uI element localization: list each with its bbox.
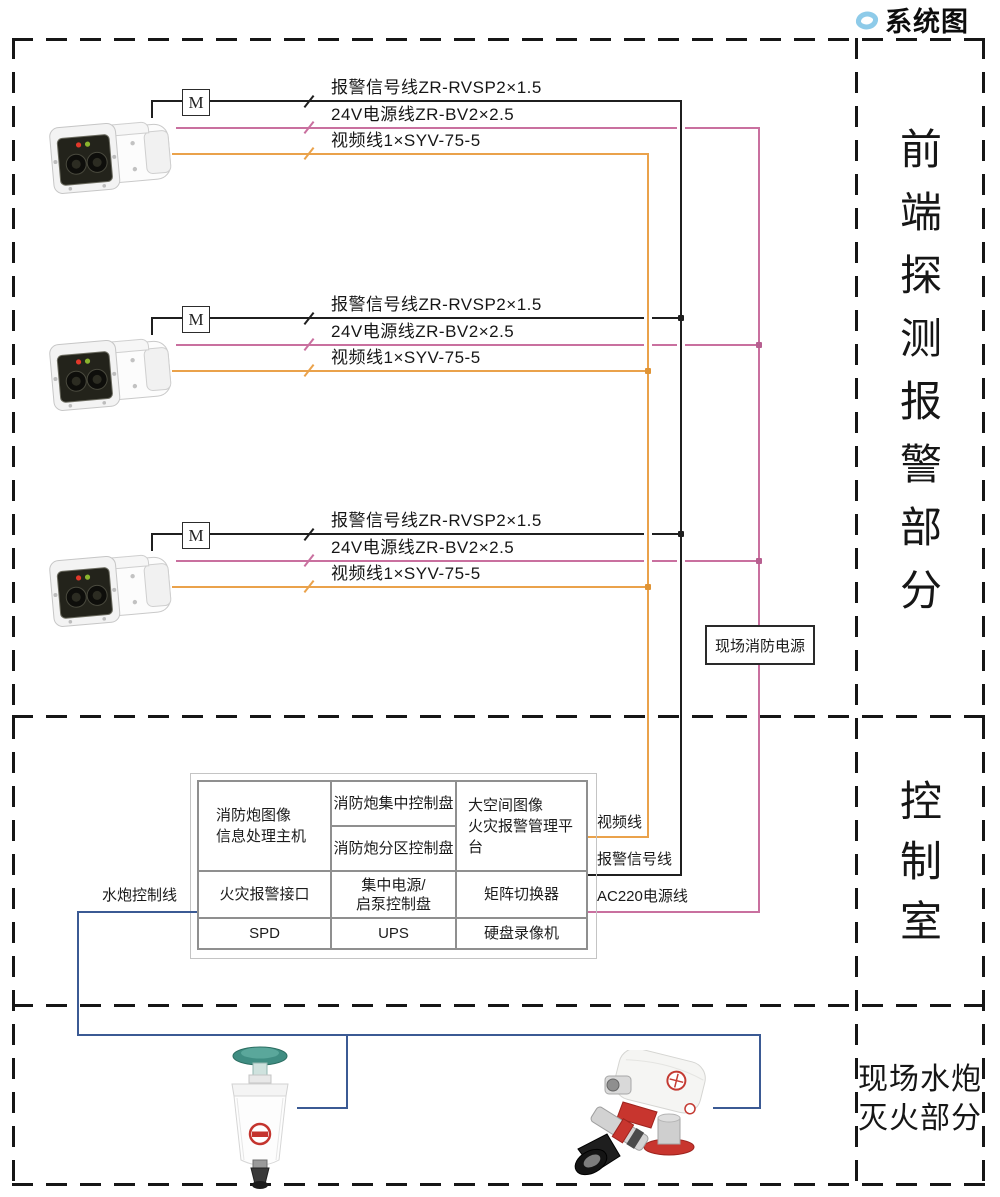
alarm-signal-line xyxy=(151,100,182,102)
table-grid-line xyxy=(330,825,457,827)
cctv-camera xyxy=(46,332,180,422)
junction-dot xyxy=(756,342,762,348)
video-trunk-line xyxy=(647,153,649,838)
table-grid-line xyxy=(199,917,586,919)
m-box: M xyxy=(182,522,210,549)
alarm-signal-line xyxy=(151,317,182,319)
cannon-control-line xyxy=(77,911,79,1036)
table-grid-line xyxy=(199,870,586,872)
junction-dot xyxy=(645,368,651,374)
camera-group-1: M 报警信号线ZR-RVSP2×1.5 24V电源线ZR-BV2×2.5 视频线… xyxy=(0,78,1000,224)
video-bus-label: 视频线 xyxy=(597,814,643,831)
diagram-title-block: 系统图 xyxy=(854,0,969,39)
cell-matrix-switcher: 矩阵切换器 xyxy=(483,886,559,903)
cannon-control-label: 水炮控制线 xyxy=(102,887,178,904)
cctv-camera xyxy=(46,115,180,205)
power-line xyxy=(652,344,677,346)
camera-riser-line xyxy=(151,318,153,335)
junction-dot xyxy=(645,584,651,590)
power-line xyxy=(685,560,759,562)
power-trunk-line xyxy=(758,127,760,913)
camera-riser-line xyxy=(151,534,153,551)
hanging-water-cannon xyxy=(212,1044,307,1194)
video-line xyxy=(172,586,648,588)
field-label-line1: 现场水炮 xyxy=(858,1063,982,1096)
cell-image-host: 消防炮图像信息处理主机 xyxy=(216,807,307,845)
field-label-line2: 灭火部分 xyxy=(858,1102,982,1135)
fire-water-cannon xyxy=(565,1050,720,1190)
power-line xyxy=(652,560,677,562)
camera-riser-line xyxy=(151,101,153,118)
cell-zone-panel: 消防炮分区控制盘 xyxy=(333,840,454,857)
video-line-label: 视频线1×SYV-75-5 xyxy=(331,348,481,367)
m-box: M xyxy=(182,306,210,333)
power-line xyxy=(176,127,677,129)
alarm-signal-line xyxy=(652,317,681,319)
cell-dvr: 硬盘录像机 xyxy=(483,925,559,942)
power-line-label: 24V电源线ZR-BV2×2.5 xyxy=(331,322,515,341)
alarm-signal-line xyxy=(208,533,644,535)
cannon-control-branch xyxy=(346,1034,348,1109)
camera-group-2: M 报警信号线ZR-RVSP2×1.5 24V电源线ZR-BV2×2.5 视频线… xyxy=(0,295,1000,441)
section-label-field: 现场水炮 灭火部分 xyxy=(858,1060,988,1138)
cctv-camera xyxy=(46,548,180,638)
cell-alarm-interface: 火灾报警接口 xyxy=(219,886,310,903)
alarm-bus-label: 报警信号线 xyxy=(597,851,673,868)
table-grid-line xyxy=(330,782,332,948)
video-line-label: 视频线1×SYV-75-5 xyxy=(331,131,481,150)
frame-left xyxy=(12,38,15,1186)
cell-spd: SPD xyxy=(249,925,280,942)
video-line-label: 视频线1×SYV-75-5 xyxy=(331,564,481,583)
alarm-signal-label: 报警信号线ZR-RVSP2×1.5 xyxy=(331,511,542,530)
alarm-trunk-line xyxy=(680,100,682,876)
cannon-control-line xyxy=(77,1034,761,1036)
alarm-signal-line xyxy=(652,533,681,535)
ac220-bus-label: AC220电源线 xyxy=(597,888,688,905)
section-label-front-end: 前端探测报警部分 xyxy=(899,126,942,614)
sync-icon xyxy=(854,6,880,34)
video-trunk-into-table xyxy=(586,836,648,838)
video-line xyxy=(172,370,648,372)
section-divider-2 xyxy=(12,1004,985,1007)
field-fire-power-box: 现场消防电源 xyxy=(705,625,815,665)
power-line xyxy=(685,127,759,129)
power-trunk-into-table xyxy=(586,911,759,913)
power-line-label: 24V电源线ZR-BV2×2.5 xyxy=(331,538,515,557)
power-line xyxy=(176,560,644,562)
table-outer-frame xyxy=(190,773,597,959)
power-line xyxy=(685,344,759,346)
video-line xyxy=(172,153,648,155)
alarm-signal-line xyxy=(208,100,681,102)
frame-right xyxy=(982,38,985,1186)
alarm-signal-line xyxy=(208,317,644,319)
cannon-control-line xyxy=(77,911,197,913)
alarm-signal-label: 报警信号线ZR-RVSP2×1.5 xyxy=(331,295,542,314)
junction-dot xyxy=(678,531,684,537)
control-room-table: 消防炮图像信息处理主机 消防炮集中控制盘 消防炮分区控制盘 大空间图像火灾报警管… xyxy=(197,780,588,950)
cell-ups: UPS xyxy=(378,925,409,942)
table-grid-line xyxy=(455,782,457,948)
page-title: 系统图 xyxy=(885,7,969,37)
cannon-control-branch xyxy=(297,1107,348,1109)
frame-bottom xyxy=(12,1183,985,1186)
alarm-signal-line xyxy=(151,533,182,535)
m-box: M xyxy=(182,89,210,116)
power-line xyxy=(176,344,644,346)
section-column-divider xyxy=(855,38,858,1186)
frame-top xyxy=(12,38,985,41)
cell-central-panel: 消防炮集中控制盘 xyxy=(333,795,454,812)
cannon-control-branch xyxy=(759,1034,761,1109)
alarm-signal-label: 报警信号线ZR-RVSP2×1.5 xyxy=(331,78,542,97)
cell-power-pump-panel: 集中电源/启泵控制盘 xyxy=(355,876,431,913)
junction-dot xyxy=(678,315,684,321)
alarm-trunk-into-table xyxy=(586,874,681,876)
section-divider-1 xyxy=(12,715,985,718)
camera-group-3: M 报警信号线ZR-RVSP2×1.5 24V电源线ZR-BV2×2.5 视频线… xyxy=(0,511,1000,657)
junction-dot xyxy=(756,558,762,564)
section-label-control-room: 控制室 xyxy=(899,778,942,945)
cannon-control-branch xyxy=(713,1107,761,1109)
cell-alarm-platform: 大空间图像火灾报警管理平台 xyxy=(468,796,574,856)
power-line-label: 24V电源线ZR-BV2×2.5 xyxy=(331,105,515,124)
